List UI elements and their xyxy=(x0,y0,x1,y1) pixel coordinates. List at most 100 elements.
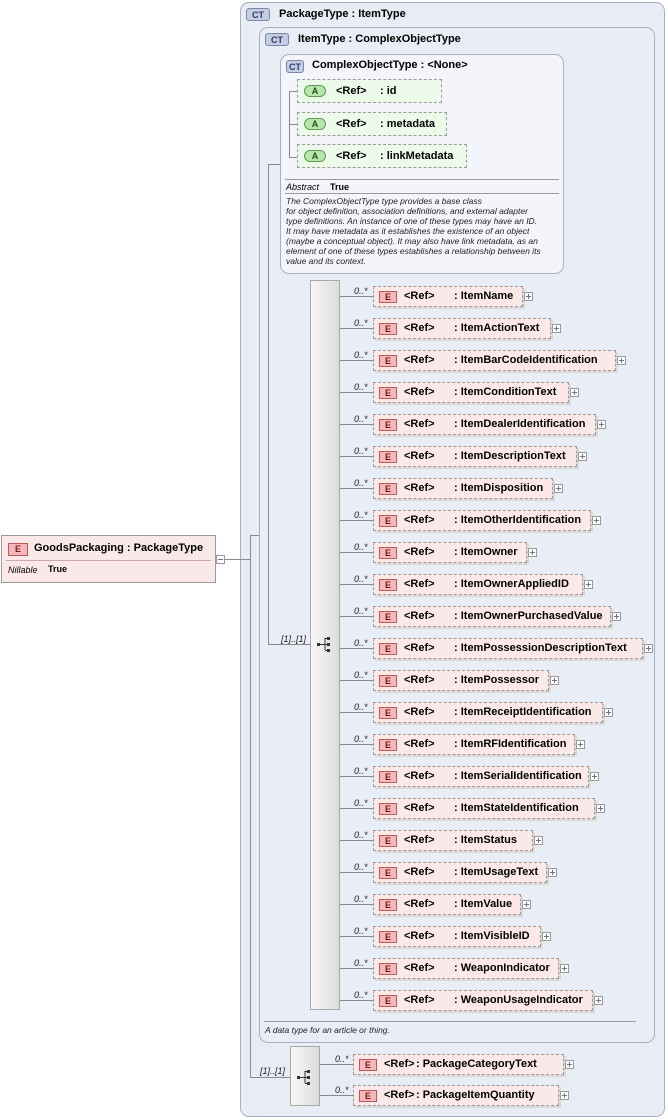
element-row[interactable]: E<Ref>: WeaponIndicator xyxy=(373,958,559,979)
expand-toggle[interactable] xyxy=(524,292,533,301)
element-connector xyxy=(340,776,373,777)
element-connector xyxy=(340,424,373,425)
element-ref: <Ref> xyxy=(404,482,435,494)
expand-toggle[interactable] xyxy=(522,900,531,909)
element-row[interactable]: E<Ref>: ItemValue xyxy=(373,894,521,915)
element-row[interactable]: E<Ref>: ItemRFIdentification xyxy=(373,734,575,755)
expand-toggle[interactable] xyxy=(534,836,543,845)
element-row[interactable]: E<Ref>: ItemSerialIdentification xyxy=(373,766,589,787)
expand-toggle[interactable] xyxy=(542,932,551,941)
expand-toggle[interactable] xyxy=(578,452,587,461)
element-multiplicity: 0..* xyxy=(354,606,368,616)
element-row[interactable]: E<Ref>: ItemVisibleID xyxy=(373,926,541,947)
element-row[interactable]: E<Ref>: ItemDisposition xyxy=(373,478,553,499)
element-connector xyxy=(340,616,373,617)
expand-toggle[interactable] xyxy=(560,964,569,973)
element-name: : ItemUsageText xyxy=(454,866,539,878)
expand-toggle[interactable] xyxy=(552,324,561,333)
element-multiplicity: 0..* xyxy=(354,638,368,648)
expand-toggle[interactable] xyxy=(594,996,603,1005)
element-ref: <Ref> xyxy=(404,802,435,814)
attr-connector-1 xyxy=(289,91,297,92)
element-ref: <Ref> xyxy=(404,418,435,430)
element-row[interactable]: E<Ref>: ItemOwnerAppliedID xyxy=(373,574,583,595)
attribute-link-metadata[interactable]: A <Ref> : linkMetadata xyxy=(297,144,467,168)
expand-toggle[interactable] xyxy=(644,644,653,653)
element-row[interactable]: E<Ref>: ItemDescriptionText xyxy=(373,446,577,467)
expand-toggle[interactable] xyxy=(560,1091,569,1100)
element-row[interactable]: E<Ref>: PackageCategoryText xyxy=(353,1054,564,1075)
collapse-toggle[interactable] xyxy=(216,555,225,564)
abstract-value: True xyxy=(330,182,350,192)
element-badge: E xyxy=(379,291,397,303)
expand-toggle[interactable] xyxy=(617,356,626,365)
attr-connector-3 xyxy=(289,157,297,158)
expand-toggle[interactable] xyxy=(596,804,605,813)
root-to-package xyxy=(225,559,250,560)
element-badge: E xyxy=(379,995,397,1007)
element-multiplicity: 0..* xyxy=(354,286,368,296)
attr-connector-2 xyxy=(289,124,297,125)
element-name: : ItemOwnerPurchasedValue xyxy=(454,610,603,622)
element-badge: E xyxy=(379,483,397,495)
attribute-id[interactable]: A <Ref> : id xyxy=(297,79,442,103)
abstract-label: Abstract xyxy=(286,182,320,192)
element-ref: <Ref> xyxy=(404,866,435,878)
expand-toggle[interactable] xyxy=(576,740,585,749)
element-row[interactable]: E<Ref>: ItemBarCodeIdentification xyxy=(373,350,616,371)
element-row[interactable]: E<Ref>: ItemActionText xyxy=(373,318,551,339)
expand-toggle[interactable] xyxy=(604,708,613,717)
element-name: : ItemBarCodeIdentification xyxy=(454,354,598,366)
item-sequence-multiplicity: [1]..[1] xyxy=(281,634,307,644)
element-row[interactable]: E<Ref>: ItemOwnerPurchasedValue xyxy=(373,606,611,627)
element-row[interactable]: E<Ref>: ItemOwner xyxy=(373,542,527,563)
element-row[interactable]: E<Ref>: ItemDealerIdentification xyxy=(373,414,596,435)
root-element-title: GoodsPackaging : PackageType xyxy=(34,542,204,554)
element-multiplicity: 0..* xyxy=(354,542,368,552)
expand-toggle[interactable] xyxy=(548,868,557,877)
element-ref: <Ref> xyxy=(384,1089,415,1101)
element-row[interactable]: E<Ref>: ItemConditionText xyxy=(373,382,569,403)
element-row[interactable]: E<Ref>: ItemStateIdentification xyxy=(373,798,595,819)
root-element-goods-packaging[interactable]: E GoodsPackaging : PackageType Nillable … xyxy=(1,535,216,583)
element-row[interactable]: E<Ref>: PackageItemQuantity xyxy=(353,1085,559,1106)
element-row[interactable]: E<Ref>: WeaponUsageIndicator xyxy=(373,990,593,1011)
expand-toggle[interactable] xyxy=(612,612,621,621)
attribute-ref: <Ref> xyxy=(336,150,367,162)
element-badge: E xyxy=(379,675,397,687)
element-name: : ItemDealerIdentification xyxy=(454,418,586,430)
element-connector xyxy=(340,744,373,745)
element-ref: <Ref> xyxy=(404,770,435,782)
element-multiplicity: 0..* xyxy=(354,766,368,776)
expand-toggle[interactable] xyxy=(550,676,559,685)
element-ref: <Ref> xyxy=(404,546,435,558)
element-multiplicity: 0..* xyxy=(354,670,368,680)
element-name: : ItemPossessionDescriptionText xyxy=(454,642,627,654)
expand-toggle[interactable] xyxy=(528,548,537,557)
element-row[interactable]: E<Ref>: ItemPossessor xyxy=(373,670,549,691)
expand-toggle[interactable] xyxy=(565,1060,574,1069)
element-connector xyxy=(340,296,373,297)
element-row[interactable]: E<Ref>: ItemName xyxy=(373,286,523,307)
element-row[interactable]: E<Ref>: ItemUsageText xyxy=(373,862,547,883)
expand-toggle[interactable] xyxy=(554,484,563,493)
element-row[interactable]: E<Ref>: ItemReceiptIdentification xyxy=(373,702,603,723)
element-ref: <Ref> xyxy=(404,354,435,366)
expand-toggle[interactable] xyxy=(597,420,606,429)
element-name: : WeaponIndicator xyxy=(454,962,550,974)
expand-toggle[interactable] xyxy=(590,772,599,781)
element-row[interactable]: E<Ref>: ItemPossessionDescriptionText xyxy=(373,638,643,659)
item-type-divider xyxy=(264,1021,636,1022)
element-badge: E xyxy=(379,611,397,623)
element-badge: E xyxy=(379,739,397,751)
element-connector xyxy=(340,360,373,361)
element-name: : ItemStateIdentification xyxy=(454,802,579,814)
element-row[interactable]: E<Ref>: ItemStatus xyxy=(373,830,533,851)
expand-toggle[interactable] xyxy=(570,388,579,397)
expand-toggle[interactable] xyxy=(584,580,593,589)
expand-toggle[interactable] xyxy=(592,516,601,525)
attribute-metadata[interactable]: A <Ref> : metadata xyxy=(297,112,447,136)
element-row[interactable]: E<Ref>: ItemOtherIdentification xyxy=(373,510,591,531)
element-name: : ItemReceiptIdentification xyxy=(454,706,592,718)
element-ref: <Ref> xyxy=(404,578,435,590)
